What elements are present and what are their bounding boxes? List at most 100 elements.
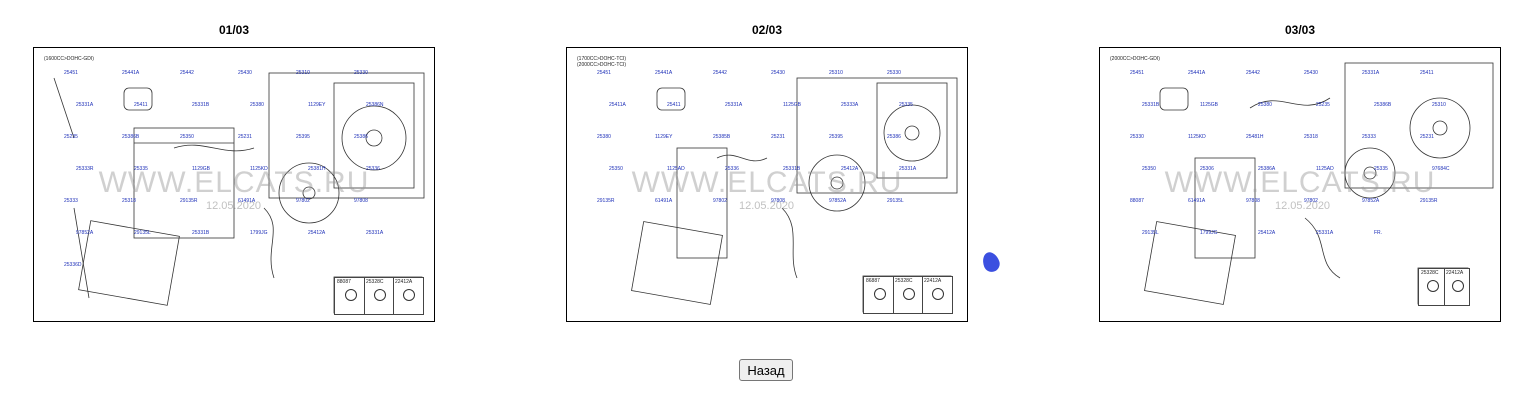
part-number-label: 25331A: [899, 166, 917, 172]
part-number-label: 25333A: [841, 102, 859, 108]
part-number-label: 25451: [597, 70, 611, 76]
part-number-label: 25235: [1316, 102, 1330, 108]
part-number-label: 97808: [771, 198, 785, 204]
part-icon: [902, 288, 915, 300]
part-number-label: 25350: [609, 166, 623, 172]
part-number-label: 29135R: [1420, 198, 1438, 204]
part-number-label: 25306: [1200, 166, 1214, 172]
diagram-image[interactable]: (1600CC>DOHC-GDI) WWW.ELCATS.RU 12.05.20…: [33, 47, 435, 322]
part-number-label: 25430: [1304, 70, 1318, 76]
part-number-label: FR.: [1374, 230, 1383, 236]
part-number-label: 29135L: [1142, 230, 1159, 236]
part-number-label: 25231: [1420, 134, 1434, 140]
part-number-label: 29135R: [597, 198, 615, 204]
part-number-label: 25330: [887, 70, 901, 76]
part-number-label: 25451: [1130, 70, 1144, 76]
part-number-label: 25318: [122, 198, 136, 204]
part-number-label: 25430: [238, 70, 252, 76]
engine-caption: (1600CC>DOHC-GDI): [44, 56, 94, 62]
cursor-drop-icon: [980, 249, 1002, 275]
part-number-label: 25335: [134, 166, 148, 172]
diagram-image[interactable]: (2000CC>DOHC-GDI) WWW.ELCATS.RU 12.05.20…: [1099, 47, 1501, 322]
part-number-label: 25350: [1142, 166, 1156, 172]
part-number-label: 25411: [667, 102, 681, 108]
part-number-label: 97808: [354, 198, 368, 204]
part-number-label: 25310: [829, 70, 843, 76]
legend-box: 25328C 22412A: [1418, 268, 1470, 306]
part-number-label: 25331B: [192, 230, 210, 236]
part-number-label: 25395: [829, 134, 843, 140]
part-number-label: 25442: [1246, 70, 1260, 76]
panel-title: 01/03: [218, 23, 250, 37]
part-number-label: 25412A: [1258, 230, 1276, 236]
part-number-label: 25335: [1374, 166, 1388, 172]
part-number-label: 1125KD: [250, 166, 268, 172]
part-icon: [1451, 280, 1464, 292]
parts-drawing: [1144, 62, 1494, 305]
part-number-label: 25331A: [366, 230, 384, 236]
part-number-label: 25310: [1432, 102, 1446, 108]
part-number-label: 1125AD: [667, 166, 685, 172]
part-number-label: 25330: [354, 70, 368, 76]
engine-caption: (2000CC>DOHC-GDI): [1110, 56, 1160, 62]
watermark: WWW.ELCATS.RU: [1164, 166, 1436, 199]
part-number-label: 25331B: [192, 102, 210, 108]
part-number-label: 25231: [771, 134, 785, 140]
part-number-label: 25386: [887, 134, 901, 140]
part-number-label: 1799JG: [250, 230, 268, 236]
part-number-label: 88087: [1130, 198, 1144, 204]
part-number-label: 97852A: [1362, 198, 1380, 204]
part-number-label: 25331B: [783, 166, 801, 172]
part-number-label: 1125GB: [1200, 102, 1218, 108]
part-number-label: 1125GB: [783, 102, 801, 108]
part-number-label: 25441A: [122, 70, 140, 76]
part-number-label: 97852A: [829, 198, 847, 204]
part-number-label: 25386B: [122, 134, 140, 140]
engine-caption: (1700CC>DOHC-TCI) (2000CC>DOHC-TCI): [577, 56, 627, 68]
part-number-label: 25331A: [76, 102, 94, 108]
watermark-date: 12.05.2020: [739, 200, 795, 212]
part-number-label: 25350: [180, 134, 194, 140]
part-icon: [344, 289, 357, 301]
part-number-label: 25380: [250, 102, 264, 108]
part-number-label: 97802: [1304, 198, 1318, 204]
part-number-label: 25380: [1258, 102, 1272, 108]
part-number-label: 25333: [1362, 134, 1376, 140]
watermark-date: 12.05.2020: [1275, 200, 1331, 212]
part-number-label: 25331B: [1142, 102, 1160, 108]
watermark: WWW.ELCATS.RU: [631, 166, 903, 199]
part-number-label: 97802: [296, 198, 310, 204]
part-number-label: 1125AD: [1316, 166, 1334, 172]
part-number-label: 97684C: [1432, 166, 1450, 172]
part-number-label: 25412A: [308, 230, 326, 236]
back-button[interactable]: Назад: [739, 359, 793, 381]
part-number-label: 61491A: [238, 198, 256, 204]
part-number-label: 25386A: [1258, 166, 1276, 172]
part-number-label: 25336D: [64, 262, 82, 268]
part-number-label: 25380: [597, 134, 611, 140]
part-number-label: 25386N: [366, 102, 384, 108]
watermark-date: 12.05.2020: [206, 200, 262, 212]
part-number-label: 25331A: [725, 102, 743, 108]
part-number-label: 25395: [296, 134, 310, 140]
part-number-label: 29135L: [887, 198, 904, 204]
part-number-label: 25441A: [1188, 70, 1206, 76]
part-number-label: 97808: [1246, 198, 1260, 204]
part-number-label: 1799JG: [1200, 230, 1218, 236]
part-number-label: 25335: [899, 102, 913, 108]
part-number-label: 25451: [64, 70, 78, 76]
part-number-label: 25333R: [76, 166, 94, 172]
legend-box: 88087 25328C 22412A: [334, 277, 424, 315]
part-number-label: 25412A: [841, 166, 859, 172]
part-icon: [1426, 280, 1439, 292]
part-number-label: 25231: [238, 134, 252, 140]
legend-box: 86887 25328C 22412A: [863, 276, 953, 314]
part-number-label: 97802: [713, 198, 727, 204]
part-icon: [403, 289, 415, 301]
part-number-label: 97852A: [76, 230, 94, 236]
part-number-label: 1129EY: [308, 102, 326, 108]
part-number-label: 25331A: [1316, 230, 1334, 236]
part-number-label: 25318: [1304, 134, 1318, 140]
diagram-image[interactable]: (1700CC>DOHC-TCI) (2000CC>DOHC-TCI) WWW.…: [566, 47, 968, 322]
part-number-label: 25235: [64, 134, 78, 140]
